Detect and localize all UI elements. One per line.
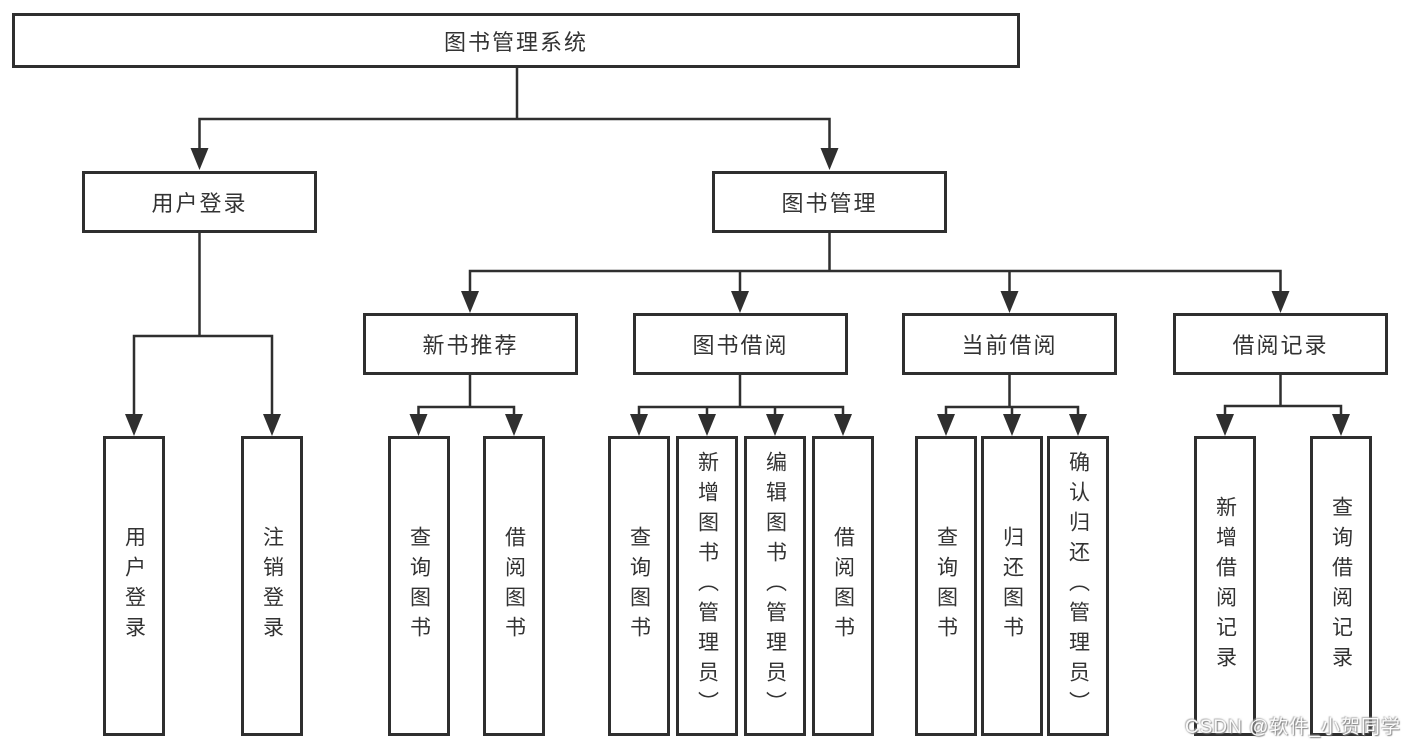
edge-bookmgmt-to-level3	[468, 233, 1282, 292]
node-book-borrowing: 图书借阅	[633, 313, 848, 375]
arrow-down-icon	[125, 414, 143, 436]
leaf-return-books: 归还图书	[981, 436, 1043, 736]
leaf-label: 归还图书	[1000, 526, 1024, 646]
leaf-add-borrow-record: 新增借阅记录	[1194, 436, 1256, 736]
edge-currentborrow-to-leaves	[944, 375, 1080, 415]
node-current-borrowing: 当前借阅	[902, 313, 1117, 375]
arrow-down-icon	[937, 414, 955, 436]
leaf-label: 编辑图书（管理员）	[763, 451, 787, 721]
leaf-edit-book-admin: 编辑图书（管理员）	[744, 436, 806, 736]
leaf-logout: 注销登录	[241, 436, 303, 736]
leaf-label: 查询图书	[407, 526, 431, 646]
leaf-add-book-admin: 新增图书（管理员）	[676, 436, 738, 736]
edge-newbook-to-leaves	[417, 375, 516, 415]
leaf-label: 查询借阅记录	[1329, 496, 1353, 676]
arrow-down-icon	[1069, 414, 1087, 436]
leaf-label: 用户登录	[122, 526, 146, 646]
arrow-down-icon	[834, 414, 852, 436]
leaf-query-borrow-record: 查询借阅记录	[1310, 436, 1372, 736]
tree-edges	[132, 68, 1343, 415]
leaf-query-books-current: 查询图书	[915, 436, 977, 736]
node-library-management-system: 图书管理系统	[12, 13, 1020, 68]
leaf-borrow-books-newbook: 借阅图书	[483, 436, 545, 736]
arrowheads	[125, 148, 1350, 436]
edge-userlogin-to-leaves	[132, 233, 274, 415]
arrow-down-icon	[820, 148, 839, 170]
leaf-borrow-books-borrow: 借阅图书	[812, 436, 874, 736]
leaf-label: 新增图书（管理员）	[695, 451, 719, 721]
arrow-down-icon	[1216, 414, 1234, 436]
arrow-down-icon	[409, 414, 428, 436]
node-new-book-recommendation: 新书推荐	[363, 313, 578, 375]
node-book-management: 图书管理	[712, 171, 947, 233]
node-user-login: 用户登录	[82, 171, 317, 233]
leaf-label: 借阅图书	[831, 526, 855, 646]
arrow-down-icon	[1332, 414, 1350, 436]
leaf-label: 查询图书	[627, 526, 651, 646]
leaf-label: 注销登录	[260, 526, 284, 646]
leaf-label: 查询图书	[934, 526, 958, 646]
leaf-user-login: 用户登录	[103, 436, 165, 736]
arrow-down-icon	[731, 291, 749, 313]
arrow-down-icon	[766, 414, 784, 436]
leaf-label: 借阅图书	[502, 526, 526, 646]
leaf-label: 确认归还（管理员）	[1066, 451, 1090, 721]
arrow-down-icon	[461, 291, 479, 313]
leaf-confirm-return-admin: 确认归还（管理员）	[1047, 436, 1109, 736]
leaf-query-books-newbook: 查询图书	[388, 436, 450, 736]
arrow-down-icon	[1000, 291, 1019, 313]
edge-root-to-level2	[198, 68, 831, 148]
arrow-down-icon	[630, 414, 648, 436]
node-borrowing-records: 借阅记录	[1173, 313, 1388, 375]
edge-bookborrow-to-leaves	[637, 375, 845, 415]
arrow-down-icon	[1003, 414, 1021, 436]
arrow-down-icon	[698, 414, 716, 436]
csdn-watermark: CSDN @软件_小贺同学	[1185, 717, 1401, 738]
arrow-down-icon	[263, 414, 281, 436]
arrow-down-icon	[1271, 291, 1290, 313]
edge-borrowrecord-to-leaves	[1223, 375, 1343, 415]
leaf-label: 新增借阅记录	[1213, 496, 1237, 676]
leaf-query-books-borrow: 查询图书	[608, 436, 670, 736]
arrow-down-icon	[505, 414, 523, 436]
arrow-down-icon	[190, 148, 209, 170]
